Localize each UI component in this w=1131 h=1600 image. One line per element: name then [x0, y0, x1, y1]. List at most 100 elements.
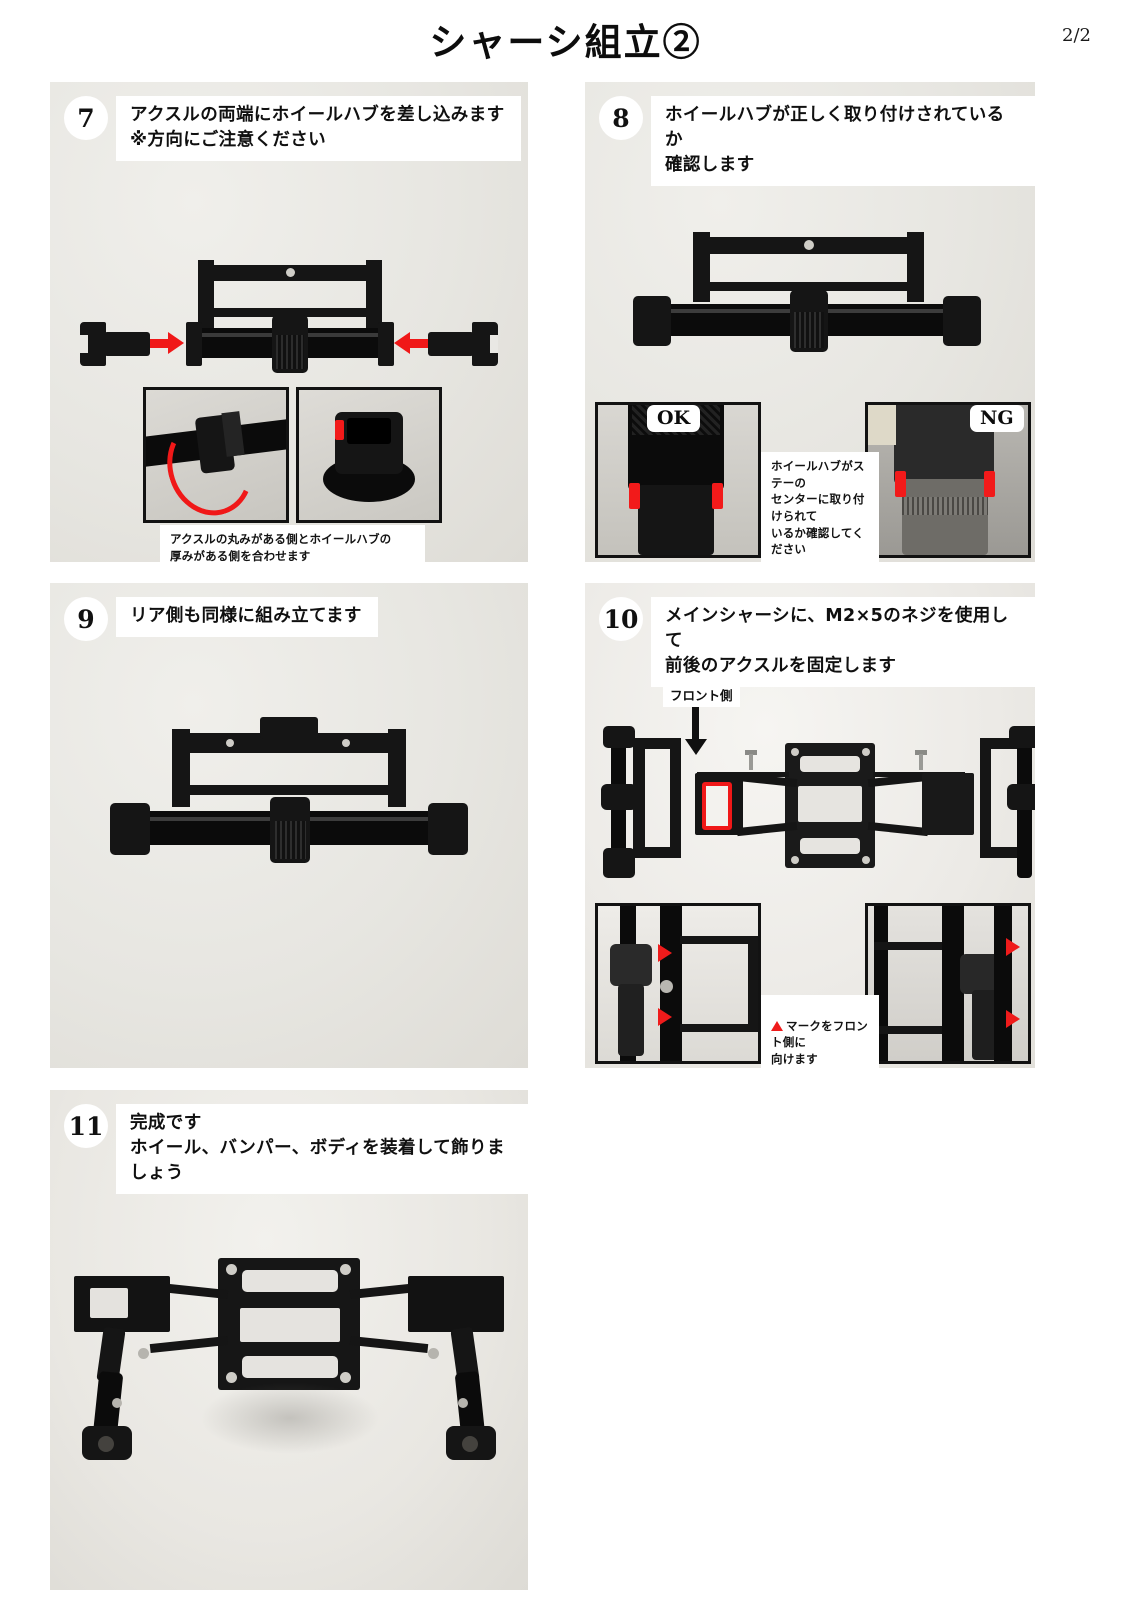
part-arm-rear-lower — [349, 1335, 429, 1354]
part-chassis-side-rail-right — [873, 772, 965, 777]
step-instruction-text: メインシャーシに、M2×5のネジを使用して 前後のアクスルを固定します — [651, 597, 1035, 687]
part-hub-seat-right — [378, 322, 394, 366]
part-hub-left-shaft — [104, 332, 150, 356]
part-chassis-window-center — [798, 786, 862, 822]
part-right-stay-frame-left — [980, 738, 991, 858]
part-stay-hole-right — [342, 739, 350, 747]
part-left-axle-hub-top — [603, 726, 635, 748]
part-stay-left-post — [693, 232, 710, 302]
part-center-knob-ribs — [276, 335, 304, 369]
part-chassis-arm-lower-right — [867, 821, 929, 837]
screw-front-icon — [745, 750, 757, 772]
step-instruction-text: リア側も同様に組み立てます — [116, 597, 378, 637]
part-stay-hole-left — [226, 739, 234, 747]
screw-rear-icon — [915, 750, 927, 772]
part-center-knob-ribs — [794, 312, 824, 348]
part-right-stay-frame-bottom — [980, 847, 1028, 858]
part-rear-mount-plate — [408, 1276, 504, 1332]
part-rear-hub-bore — [462, 1436, 478, 1452]
red-triangle-marker-upper-icon — [1006, 938, 1020, 956]
part-stay-right-post — [388, 729, 406, 807]
part-chassis-window-top — [242, 1270, 338, 1292]
ok-badge: OK — [647, 405, 701, 432]
inset-ng-hub-lower — [902, 479, 988, 555]
step-panel-10: 10 メインシャーシに、M2×5のネジを使用して 前後のアクスルを固定します フ… — [585, 583, 1035, 1068]
part-chassis-screwhole-bl — [226, 1372, 237, 1383]
caption-front-marker-note: マークをフロント側に 向けます — [761, 995, 879, 1068]
part-axle-stay-lower-rail — [210, 308, 370, 317]
part-hub-left-notch — [80, 335, 88, 353]
part-chassis-window-top — [800, 756, 860, 772]
photo-completed-chassis — [50, 1200, 528, 1500]
page-number: 2/2 — [1062, 25, 1091, 46]
step-header-10: 10 メインシャーシに、M2×5のネジを使用して 前後のアクスルを固定します — [599, 597, 1035, 687]
part-left-axle-hub-mid — [601, 784, 637, 810]
inset-left-rail-right — [748, 936, 758, 1032]
part-chassis-screwhole-bl — [791, 856, 799, 864]
part-axle-stay-left-post — [198, 260, 214, 328]
part-stay-lower-rail — [705, 282, 910, 291]
part-stay-right-post — [907, 232, 924, 302]
step-header-11: 11 完成です ホイール、バンパー、ボディを装着して飾りましょう — [64, 1104, 528, 1194]
part-left-stay-frame-bottom — [633, 847, 681, 858]
inset-right-bracket — [942, 906, 964, 1061]
part-wheel-hub-left — [110, 803, 150, 855]
inset-right-post — [994, 906, 1012, 1061]
part-stay-left-post — [172, 729, 190, 807]
caption-front-marker-text: マークをフロント側に 向けます — [771, 1018, 868, 1067]
red-marker-chip-icon — [335, 420, 344, 440]
step-number-badge: 9 — [64, 597, 108, 641]
inset-left-clamp-arm — [618, 984, 644, 1056]
part-wheel-hub-right — [943, 296, 981, 346]
step-number-badge: 7 — [64, 96, 108, 140]
page-header: シャーシ組立② 2/2 — [0, 0, 1131, 70]
part-chassis-screwhole-tr — [862, 748, 870, 756]
part-hub-right-notch — [490, 335, 498, 353]
step-number-badge: 10 — [599, 597, 643, 641]
front-side-label: フロント側 — [663, 683, 740, 707]
part-left-stay-frame-top — [633, 738, 681, 749]
step-instruction-text: アクスルの両端にホイールハブを差し込みます ※方向にご注意ください — [116, 96, 521, 161]
step-instruction-text: ホイールハブが正しく取り付けされているか 確認します — [651, 96, 1035, 186]
red-marker-left-icon — [629, 483, 640, 509]
part-center-knob-ribs — [275, 821, 306, 859]
part-left-stay-frame — [633, 738, 645, 858]
caption-align-note: アクスルの丸みがある側とホイールハブの 厚みがある側を合わせます — [160, 525, 425, 562]
step-instruction-text: 完成です ホイール、バンパー、ボディを装着して飾りましょう — [116, 1104, 528, 1194]
part-wheel-hub-left — [633, 296, 671, 346]
inset-left-rail-upper — [680, 936, 758, 944]
step-panel-11: 11 完成です ホイール、バンパー、ボディを装着して飾りましょう — [50, 1090, 528, 1590]
photo-rear-axle-assembly — [50, 693, 528, 923]
part-screw-rear — [428, 1348, 439, 1359]
page-title: シャーシ組立② — [429, 20, 702, 64]
red-triangle-marker-upper-icon — [658, 944, 672, 962]
part-screw-rear-lower — [458, 1398, 468, 1408]
part-chassis-screwhole-br — [862, 856, 870, 864]
part-wheel-hub-right — [428, 803, 468, 855]
part-chassis-window-bottom — [242, 1356, 338, 1378]
part-front-plate-slot — [90, 1288, 128, 1318]
red-triangle-marker-lower-icon — [1006, 1010, 1020, 1028]
step-panel-7: 7 アクスルの両端にホイールハブを差し込みます ※方向にご注意ください — [50, 82, 528, 562]
inset-right-rail-lower — [874, 1026, 944, 1034]
red-triangle-marker-lower-icon — [658, 1008, 672, 1026]
part-hub-seat-left — [186, 322, 202, 366]
part-right-stay-frame-top — [980, 738, 1028, 749]
step-panel-8: 8 ホイールハブが正しく取り付けされているか 確認します OK NG ホイールハ… — [585, 82, 1035, 562]
part-chassis-screwhole-tr — [340, 1264, 351, 1275]
step-number-badge: 11 — [64, 1104, 108, 1148]
part-chassis-side-rail-left — [697, 772, 789, 777]
ng-badge: NG — [970, 405, 1024, 432]
part-stay-lower-rail — [188, 785, 390, 795]
part-stay-center-hole — [286, 268, 295, 277]
part-left-axle-hub-bottom — [603, 848, 635, 878]
part-chassis-window-bottom — [800, 838, 860, 854]
red-arrow-left-icon — [150, 332, 184, 354]
red-arrow-right-icon — [394, 332, 428, 354]
inset-photo-front-marker-left — [595, 903, 761, 1064]
part-stay-center-hole — [804, 240, 814, 250]
red-marker-right-icon — [712, 483, 723, 509]
step-header-8: 8 ホイールハブが正しく取り付けされているか 確認します — [599, 96, 1035, 186]
caption-center-check-note: ホイールハブがステーの センターに取り付けられて いるか確認してください — [761, 452, 879, 562]
inset-right-rail-upper — [874, 942, 944, 950]
